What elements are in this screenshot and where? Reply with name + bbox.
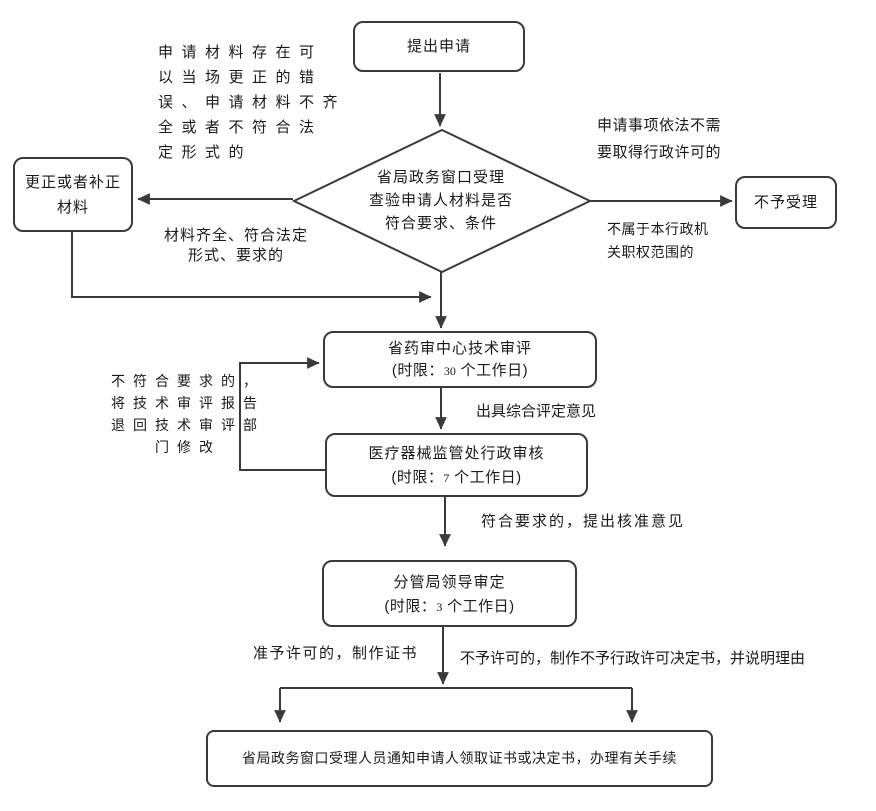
label-return-for-revision: 不符合要求的， 将技术审评报告 退回技术审评部 门修改 [111,373,265,455]
time-prefix: (时限： [384,598,437,615]
node-label: 省局政务窗口受理人员通知申请人领取证书或决定书，办理有关手续 [242,750,677,766]
node-leader-approval: 分管局领导审定 (时限：3 个工作日) [322,560,577,627]
time-number: 30 [443,364,456,378]
time-suffix: 个工作日) [442,598,515,615]
label-issue-assessment: 出具综合评定意见 [476,403,597,420]
node-title: 分管局领导审定 [393,574,506,591]
node-title: 省药审中心技术审评 [387,340,532,357]
time-limit: (时限：7 个工作日) [391,467,521,489]
node-submit-application: 提出申请 [353,21,525,72]
label-materials-complete: 材料齐全、符合法定 形式、要求的 [163,227,308,264]
node-not-accepted: 不予受理 [735,176,837,229]
node-label: 不予受理 [753,194,818,211]
label-deny-decision: 不予许可的，制作不予行政许可决定书，并说明理由 [460,650,806,667]
label-not-jurisdiction: 不属于本行政机 关职权范围的 [607,221,709,260]
node-notify-result: 省局政务窗口受理人员通知申请人领取证书或决定书，办理有关手续 [206,730,713,787]
connector-feedback-loop [239,357,325,471]
connector-correct-to-flow [71,232,432,303]
label-correctable-errors: 申请材料存在可 以当场更正的错 误、申请材料不齐 全或者不符合法 定形式的 [158,44,347,161]
time-suffix: 个工作日) [449,469,522,486]
time-limit: (时限：30 个工作日) [392,360,528,382]
label-approval-opinion: 符合要求的，提出核准意见 [481,513,686,530]
node-label: 更正或者补正 材料 [24,173,121,216]
node-title: 医疗器械监管处行政审核 [368,445,545,462]
node-correct-materials: 更正或者补正 材料 [13,157,133,232]
time-limit: (时限：3 个工作日) [384,596,514,618]
node-admin-review: 医疗器械监管处行政审核 (时限：7 个工作日) [325,433,588,497]
node-label: 提出申请 [406,38,471,55]
time-number: 3 [436,600,443,614]
time-number: 7 [443,471,450,485]
label-no-permit-needed: 申请事项依法不需 要取得行政许可的 [597,117,722,161]
label-grant-certificate: 准予许可的，制作证书 [253,645,419,662]
decision-window-check-label: 省局政务窗口受理 查验申请人材料是否 符合要求、条件 [368,169,513,232]
time-prefix: (时限： [391,362,444,379]
time-suffix: 个工作日) [455,362,529,379]
node-technical-review: 省药审中心技术审评 (时限：30 个工作日) [323,331,597,388]
time-prefix: (时限： [391,469,444,486]
